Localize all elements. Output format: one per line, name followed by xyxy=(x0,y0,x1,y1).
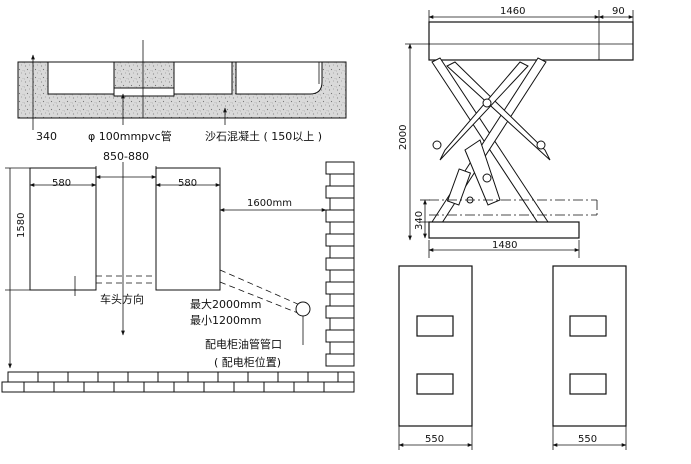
pad-left-window-top xyxy=(416,315,454,337)
cabinet-position-label: ( 配电柜位置) xyxy=(214,355,281,369)
lift-elevation-view: 1460 90 2000 xyxy=(398,6,634,258)
direction-label: 车头方向 xyxy=(100,292,144,306)
pit-right xyxy=(235,61,323,95)
pit-left xyxy=(47,61,115,95)
pad-right xyxy=(552,265,627,427)
concrete-label: 沙石混凝土 ( 150以上 ) xyxy=(205,129,322,143)
section-dim-340: 340 xyxy=(36,130,57,143)
min-length-label: 最小1200mm xyxy=(190,314,261,327)
pivot-upper xyxy=(482,98,492,108)
pvc-pipe-label: φ 100mmpvc管 xyxy=(88,129,172,143)
plan-dim-1580: 1580 xyxy=(16,213,27,238)
plan-dim-580-left: 580 xyxy=(52,178,71,189)
plan-dim-580-right: 580 xyxy=(178,178,197,189)
scissor-mechanism xyxy=(431,57,551,227)
elev-dim-2000: 2000 xyxy=(398,125,409,150)
plan-dim-1600: 1600mm xyxy=(247,198,292,209)
pad-right-window-top xyxy=(569,315,607,337)
pit-center xyxy=(173,61,233,95)
gap-dimension: 850-880 xyxy=(103,150,149,163)
pad-dim-550-left: 550 xyxy=(425,434,444,445)
elev-dim-90: 90 xyxy=(612,6,625,17)
elev-dim-1460: 1460 xyxy=(500,6,525,17)
pivot-lower xyxy=(482,173,492,183)
pad-right-window-bottom xyxy=(569,373,607,395)
elev-dim-1480: 1480 xyxy=(492,240,517,251)
pad-dim-550-right: 550 xyxy=(578,434,597,445)
max-length-label: 最大2000mm xyxy=(190,297,261,311)
pad-views: 550 550 xyxy=(398,265,627,450)
plan-pad-left xyxy=(29,167,97,291)
cabinet-outlet xyxy=(295,301,311,317)
base-platform xyxy=(428,221,580,239)
pad-left xyxy=(398,265,473,427)
plan-pad-right xyxy=(155,167,221,291)
brick-wall-horizontal xyxy=(1,371,355,393)
elev-dim-340: 340 xyxy=(414,211,425,230)
pit-plan-view: 850-880 1580 580 580 1600mm 车头方向 最大2000 xyxy=(1,150,355,393)
cabinet-outlet-label: 配电柜油管管口 xyxy=(205,337,282,351)
pit-section-view: 340 φ 100mmpvc管 沙石混凝土 ( 150以上 ) xyxy=(17,40,347,143)
brick-wall-vertical xyxy=(325,161,355,367)
pad-left-window-bottom xyxy=(416,373,454,395)
top-platform xyxy=(428,21,634,61)
